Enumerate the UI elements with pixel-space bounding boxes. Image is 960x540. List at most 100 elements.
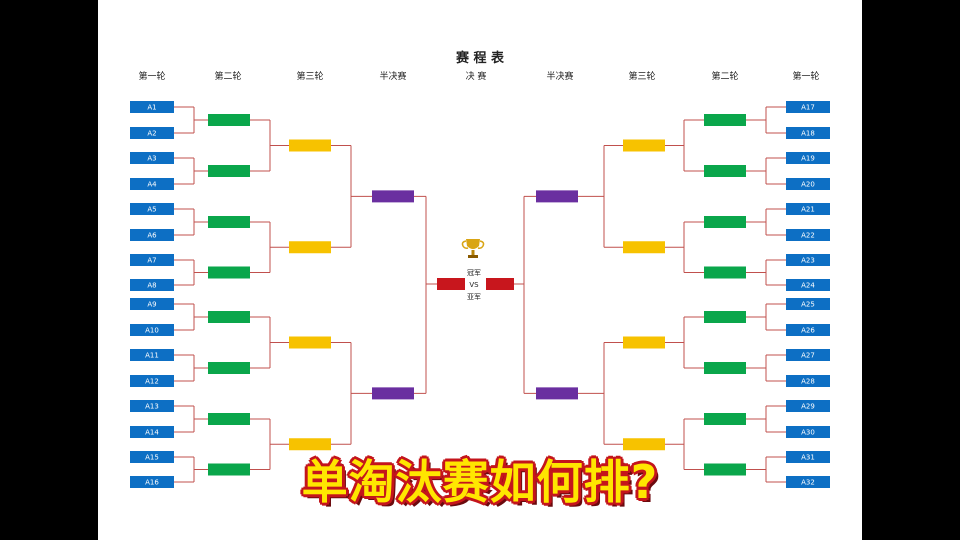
team-slot: [130, 349, 174, 361]
video-caption: 单淘汰赛如何排?: [301, 455, 659, 509]
round-header: 第一轮: [138, 70, 165, 82]
team-label: A12: [145, 378, 159, 386]
team-slot: [786, 203, 830, 215]
round-header: 第二轮: [214, 70, 241, 82]
semifinal-slot: [536, 387, 578, 400]
team-slot: [786, 476, 830, 488]
team-slot: [130, 254, 174, 266]
team-slot: [786, 178, 830, 190]
semifinal-slot: [372, 387, 414, 400]
team-slot: [130, 400, 174, 412]
round2-slot: [208, 463, 250, 476]
team-label: A16: [145, 479, 159, 487]
team-slot: [786, 254, 830, 266]
round2-slot: [704, 362, 746, 374]
trophy-base: [468, 255, 478, 258]
team-label: A24: [801, 282, 815, 290]
team-slot: [786, 375, 830, 387]
team-slot: [786, 152, 830, 164]
team-slot: [786, 101, 830, 113]
team-label: A32: [801, 479, 815, 487]
round2-slot: [208, 311, 250, 323]
round3-slot: [623, 336, 665, 349]
team-slot: [786, 324, 830, 336]
team-label: A28: [801, 378, 815, 386]
round3-slot: [289, 336, 331, 349]
team-label: A14: [145, 429, 159, 437]
final-slot-right: [486, 278, 514, 290]
team-slot: [130, 476, 174, 488]
semifinal-slot: [536, 190, 578, 203]
team-label: A15: [145, 454, 159, 462]
team-label: A13: [145, 403, 159, 411]
round-header: 半决赛: [546, 70, 573, 82]
team-slot: [130, 279, 174, 291]
round2-slot: [208, 216, 250, 228]
team-label: A2: [147, 130, 156, 138]
round-header: 第三轮: [628, 70, 655, 82]
trophy-icon: [466, 239, 480, 249]
team-label: A30: [801, 429, 815, 437]
team-label: A18: [801, 130, 815, 138]
round2-slot: [208, 165, 250, 177]
team-slot: [130, 152, 174, 164]
team-slot: [130, 229, 174, 241]
round2-slot: [704, 216, 746, 228]
team-label: A31: [801, 454, 815, 462]
team-slot: [786, 426, 830, 438]
round-header: 半决赛: [379, 70, 406, 82]
team-label: A9: [147, 301, 156, 309]
round-header: 决 赛: [466, 70, 487, 82]
team-slot: [130, 127, 174, 139]
round2-slot: [208, 266, 250, 279]
round2-slot: [704, 463, 746, 476]
team-slot: [786, 127, 830, 139]
runner-up-label: 亚军: [467, 293, 481, 301]
round2-slot: [704, 165, 746, 177]
round3-slot: [623, 241, 665, 254]
team-label: A6: [147, 232, 157, 240]
team-slot: [786, 349, 830, 361]
trophy-stem: [471, 250, 475, 255]
team-slot: [130, 375, 174, 387]
team-label: A21: [801, 206, 815, 214]
team-label: A27: [801, 352, 815, 360]
round2-slot: [208, 362, 250, 374]
team-label: A20: [801, 181, 815, 189]
team-label: A29: [801, 403, 815, 411]
trophy-handles: [461, 240, 485, 249]
round2-slot: [704, 413, 746, 425]
team-label: A3: [147, 155, 156, 163]
team-slot: [786, 229, 830, 241]
team-slot: [130, 426, 174, 438]
page-title: 赛 程 表: [455, 50, 505, 66]
round2-slot: [704, 311, 746, 323]
round2-slot: [208, 114, 250, 126]
team-slot: [130, 298, 174, 310]
round2-slot: [704, 114, 746, 126]
team-slot: [786, 279, 830, 291]
team-label: A5: [147, 206, 156, 214]
team-slot: [130, 178, 174, 190]
team-slot: [786, 298, 830, 310]
semifinal-slot: [372, 190, 414, 203]
team-label: A26: [801, 327, 815, 335]
round-header: 第二轮: [711, 70, 738, 82]
round-header: 第三轮: [296, 70, 323, 82]
team-label: A8: [147, 282, 156, 290]
team-label: A22: [801, 232, 815, 240]
final-slot-left: [437, 278, 465, 290]
round3-slot: [289, 241, 331, 254]
team-label: A23: [801, 257, 815, 265]
round2-slot: [208, 413, 250, 425]
team-label: A19: [801, 155, 815, 163]
team-slot: [786, 400, 830, 412]
team-slot: [130, 451, 174, 463]
team-label: A10: [145, 327, 159, 335]
team-slot: [130, 203, 174, 215]
round3-slot: [623, 438, 665, 451]
team-slot: [786, 451, 830, 463]
champion-label: 冠军: [467, 269, 481, 277]
